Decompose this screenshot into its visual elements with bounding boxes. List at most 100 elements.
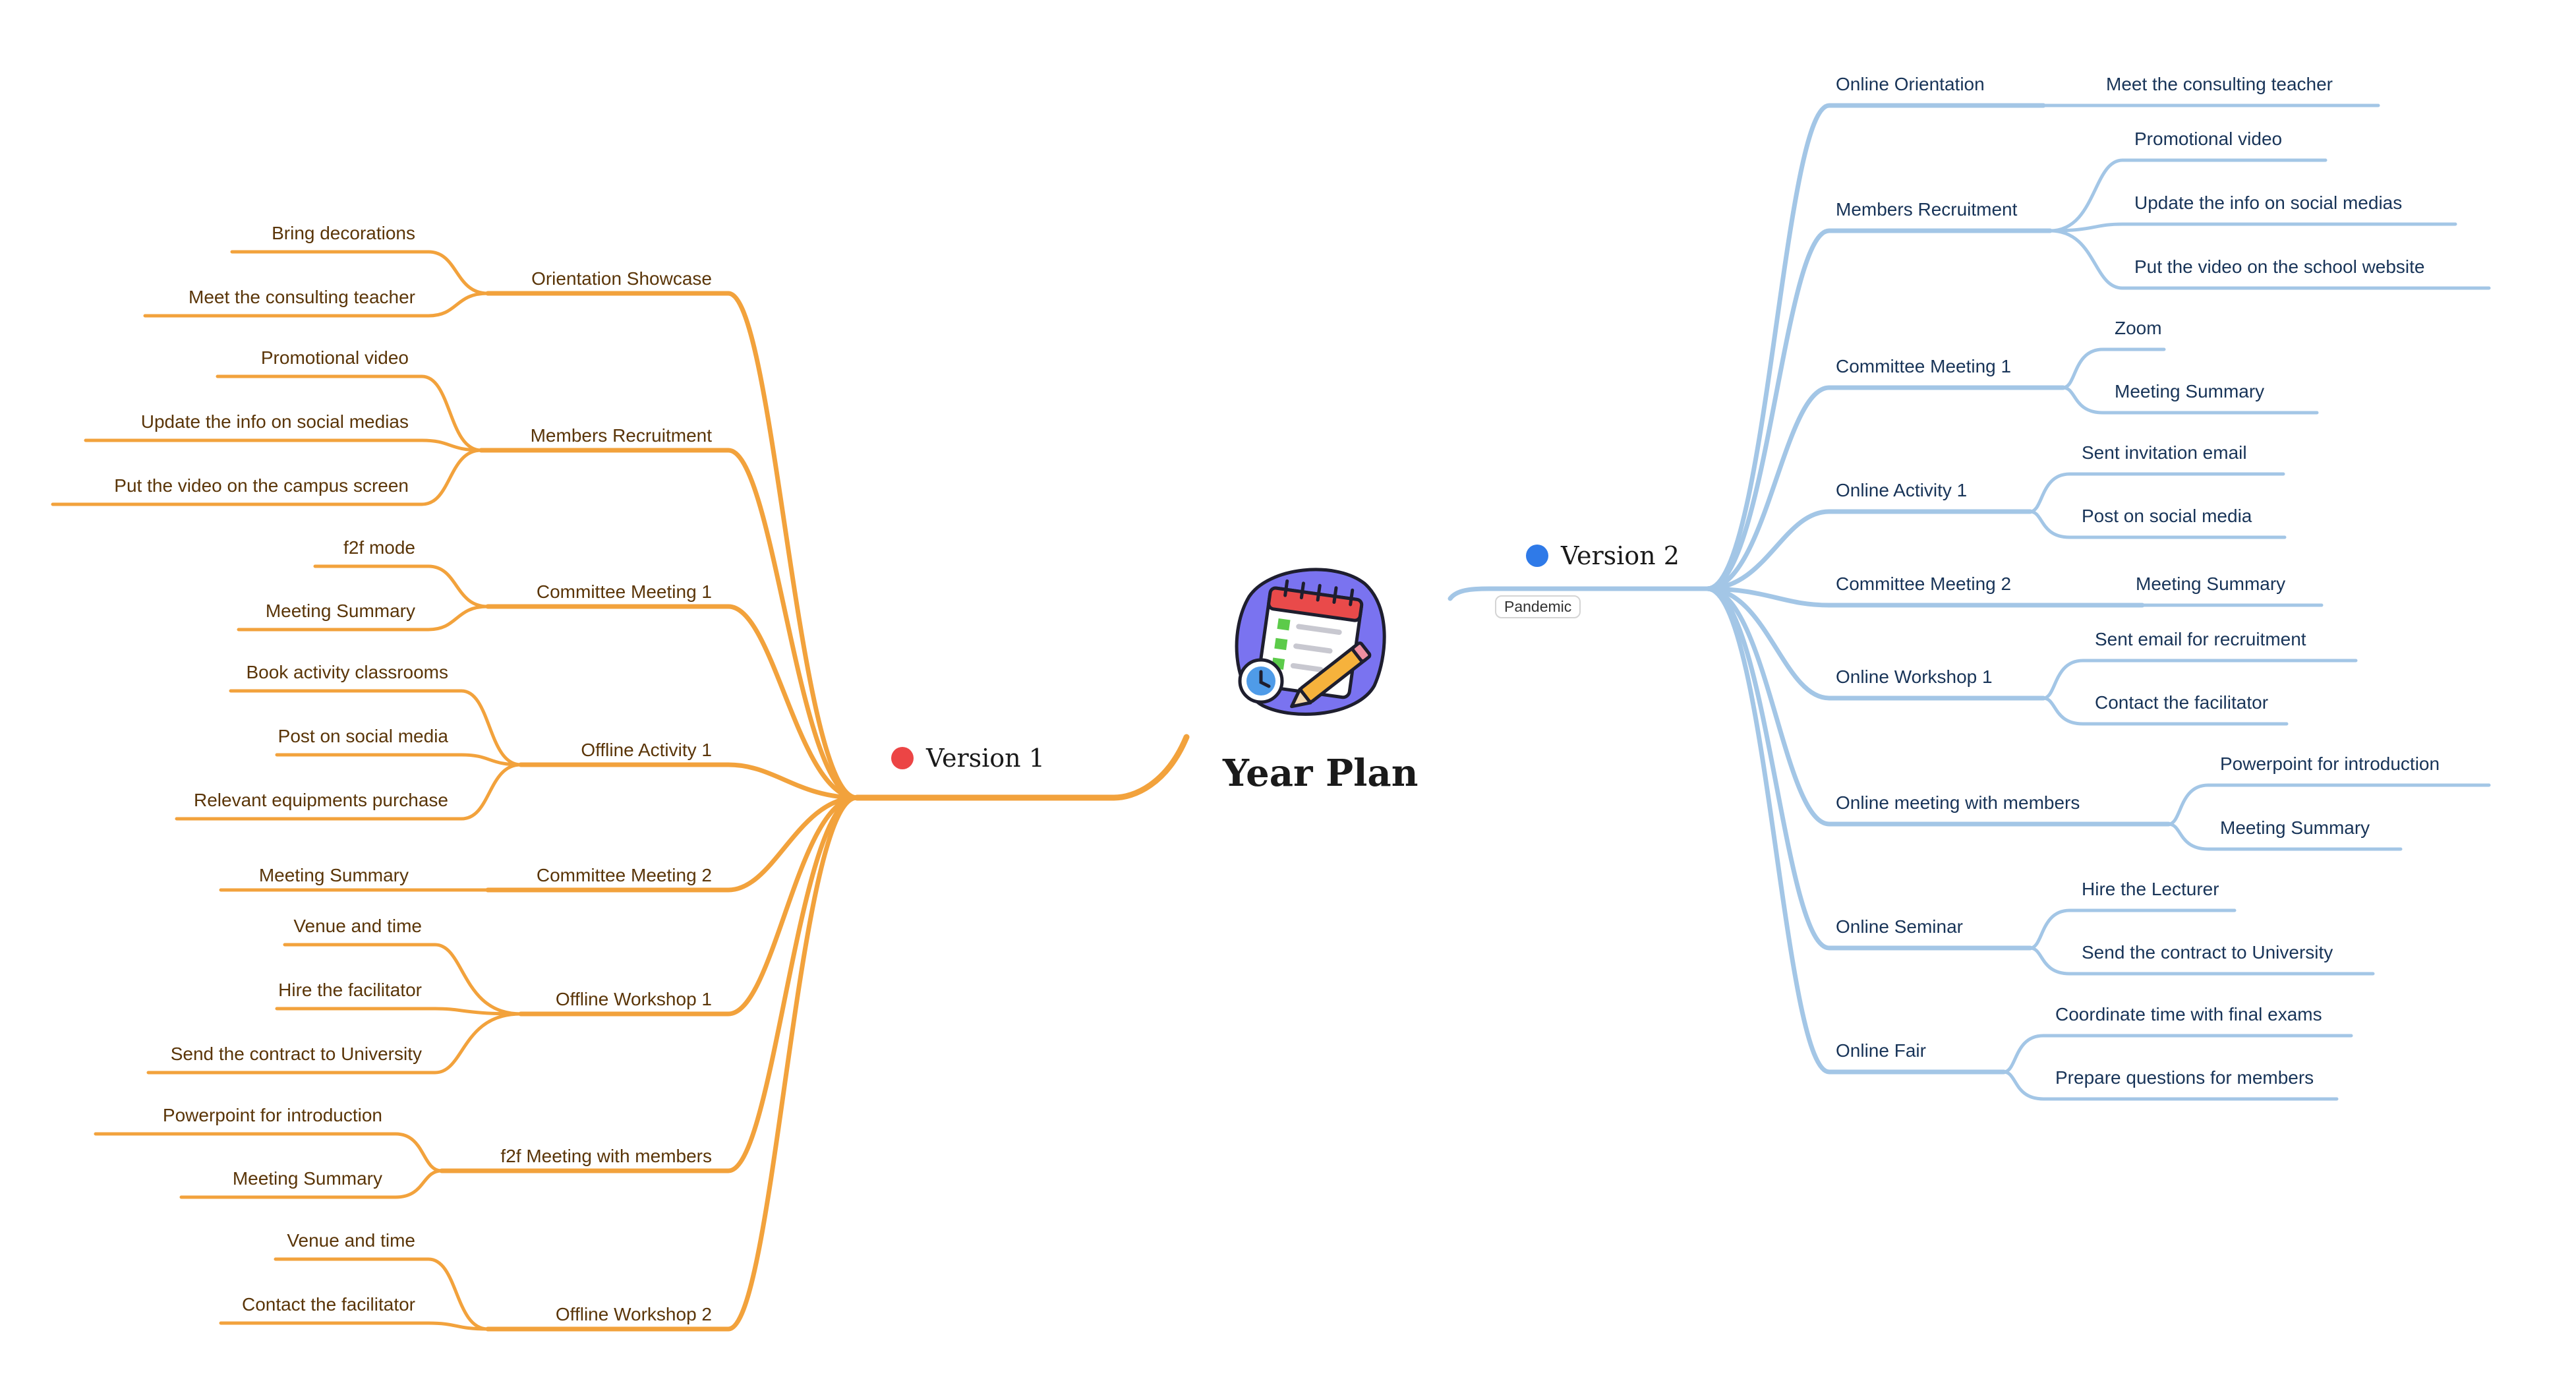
version-1-topic-label[interactable]: Offline Workshop 1 (555, 989, 712, 1009)
version-1-subtopic-line (313, 564, 490, 608)
version-2-subtopic-line (2028, 510, 2287, 539)
version-2-topic-label[interactable]: Committee Meeting 1 (1836, 356, 2012, 376)
version-1-subtopic-label[interactable]: Promotional video (260, 347, 409, 368)
pandemic-label-badge[interactable]: Pandemic (1495, 595, 1581, 618)
version-2-subtopic-line (2002, 1034, 2353, 1074)
version-2-subtopic-label[interactable]: Hire the Lecturer (2082, 879, 2219, 899)
version-1-topic-label[interactable]: Committee Meeting 2 (536, 865, 712, 885)
version-2-subtopic-label[interactable]: Post on social media (2082, 506, 2252, 526)
version-1-subtopic-label[interactable]: Meet the consulting teacher (189, 287, 415, 307)
version-1-branch[interactable]: Version 1 (926, 744, 1045, 773)
version-2-branch-line (1705, 509, 2033, 591)
version-1-subtopic-label[interactable]: Venue and time (287, 1230, 415, 1251)
version-2-subtopic-label[interactable]: Send the contract to University (2082, 942, 2333, 962)
version-1-subtopic-label[interactable]: Post on social media (278, 726, 448, 746)
version-1-branch-line (518, 795, 860, 1017)
version-1-subtopic-label[interactable]: Book activity classrooms (246, 662, 448, 682)
central-topic-title[interactable]: Year Plan (1223, 752, 1419, 795)
version-2-branch-line (1705, 586, 2171, 827)
version-2-branch[interactable]: Version 2 (1561, 541, 1680, 570)
version-2-subtopic-label[interactable]: Update the info on social medias (2134, 192, 2403, 213)
version-1-subtopic-label[interactable]: Meeting Summary (258, 865, 409, 885)
version-1-branch-line (485, 795, 860, 893)
version-1-subtopic-line (179, 1169, 444, 1199)
version-1-subtopic-line (274, 1257, 490, 1331)
root-to-version-2-line (1448, 586, 1710, 601)
version-2-marker-icon (1526, 545, 1548, 567)
version-1-subtopic-line (94, 1132, 444, 1173)
version-2-subtopic-label[interactable]: Promotional video (2134, 129, 2283, 149)
version-1-subtopic-line (219, 1321, 490, 1331)
version-2-subtopic-label[interactable]: Contact the facilitator (2095, 692, 2269, 713)
version-1-topic-label[interactable]: Committee Meeting 1 (536, 581, 712, 602)
version-2-subtopic-line (2048, 222, 2457, 233)
version-1-subtopic-label[interactable]: Hire the facilitator (278, 980, 422, 1000)
version-2-topic-label[interactable]: Members Recruitment (1836, 199, 2018, 220)
version-1-branch-line (518, 762, 860, 800)
version-1-subtopic-label[interactable]: Relevant equipments purchase (193, 790, 448, 810)
version-2-subtopic-label[interactable]: Meeting Summary (2136, 574, 2286, 594)
version-2-topic-label[interactable]: Online Activity 1 (1836, 480, 1968, 500)
version-1-subtopic-label[interactable]: Bring decorations (272, 223, 415, 243)
version-1-branch-line (485, 795, 860, 1332)
version-1-branch-line (479, 448, 860, 800)
version-1-subtopic-line (275, 1007, 523, 1016)
version-1-subtopic-label[interactable]: f2f mode (343, 537, 415, 558)
version-1-subtopic-label[interactable]: Contact the facilitator (241, 1294, 415, 1315)
version-2-subtopic-line (2041, 696, 2289, 726)
version-1-subtopic-label[interactable]: Meeting Summary (232, 1168, 382, 1189)
version-2-subtopic-label[interactable]: Meeting Summary (2115, 381, 2265, 401)
version-2-topic-label[interactable]: Online meeting with members (1836, 792, 2080, 813)
version-1-subtopic-label[interactable]: Meeting Summary (265, 601, 415, 621)
version-2-topic-label[interactable]: Online Fair (1836, 1040, 1926, 1061)
version-1-subtopic-label[interactable]: Powerpoint for introduction (162, 1105, 382, 1125)
version-2-subtopic-line (2048, 229, 2491, 290)
version-1-subtopic-label[interactable]: Update the info on social medias (140, 411, 409, 432)
version-2-topic-label[interactable]: Online Workshop 1 (1836, 666, 1993, 687)
version-1-subtopic-label[interactable]: Venue and time (293, 916, 422, 936)
version-1-subtopic-line (175, 763, 523, 821)
version-1-subtopic-line (229, 689, 523, 767)
version-2-topic-label[interactable]: Online Seminar (1836, 916, 1963, 937)
version-1-subtopic-label[interactable]: Send the contract to University (170, 1044, 422, 1064)
version-2-branch-line (1705, 385, 2066, 591)
version-2-topic-label[interactable]: Online Orientation (1836, 74, 1985, 94)
version-2-subtopic-label[interactable]: Sent email for recruitment (2095, 629, 2306, 649)
version-2-branch-line (1705, 586, 2033, 951)
version-1-subtopic-line (143, 291, 490, 318)
version-1-topic-label[interactable]: Offline Workshop 2 (555, 1304, 712, 1324)
version-2-subtopic-label[interactable]: Zoom (2115, 318, 2162, 338)
version-2-branch-line (1705, 586, 2006, 1075)
root-to-version-1-line (854, 734, 1190, 801)
version-2-subtopic-line (2061, 386, 2319, 415)
version-1-marker-icon (891, 747, 914, 769)
version-2-branch-line (1705, 228, 2053, 591)
version-1-topic-label[interactable]: f2f Meeting with members (500, 1146, 712, 1166)
version-2-subtopic-label[interactable]: Sent invitation email (2082, 442, 2247, 463)
version-1-topic-label[interactable]: Members Recruitment (530, 425, 712, 446)
version-1-subtopic-line (230, 250, 490, 295)
version-2-subtopic-line (2048, 158, 2327, 233)
version-2-subtopic-line (2061, 347, 2166, 390)
version-2-subtopic-line (2002, 1070, 2339, 1101)
version-1-topic-label[interactable]: Orientation Showcase (531, 268, 712, 289)
version-2-subtopic-label[interactable]: Meet the consulting teacher (2106, 74, 2333, 94)
version-2-subtopic-label[interactable]: Put the video on the school website (2134, 256, 2425, 277)
version-1-topic-label[interactable]: Offline Activity 1 (581, 740, 712, 760)
version-2-subtopic-line (2028, 908, 2237, 950)
version-1-subtopic-label[interactable]: Put the video on the campus screen (114, 475, 409, 496)
version-2-subtopic-label[interactable]: Prepare questions for members (2055, 1067, 2314, 1088)
version-1-subtopic-line (84, 438, 483, 452)
version-2-subtopic-label[interactable]: Meeting Summary (2220, 817, 2370, 838)
version-2-topic-label[interactable]: Committee Meeting 2 (1836, 574, 2012, 594)
version-1-branch-line (439, 795, 860, 1173)
version-1-branch-line (485, 604, 860, 800)
calendar-checklist-icon (1235, 568, 1386, 716)
version-1-branch-line (485, 291, 860, 800)
version-2-subtopic-label[interactable]: Coordinate time with final exams (2055, 1004, 2322, 1024)
version-2-branch-line (1705, 103, 2046, 591)
version-2-subtopic-line (2028, 472, 2285, 514)
version-2-subtopic-label[interactable]: Powerpoint for introduction (2220, 754, 2440, 774)
